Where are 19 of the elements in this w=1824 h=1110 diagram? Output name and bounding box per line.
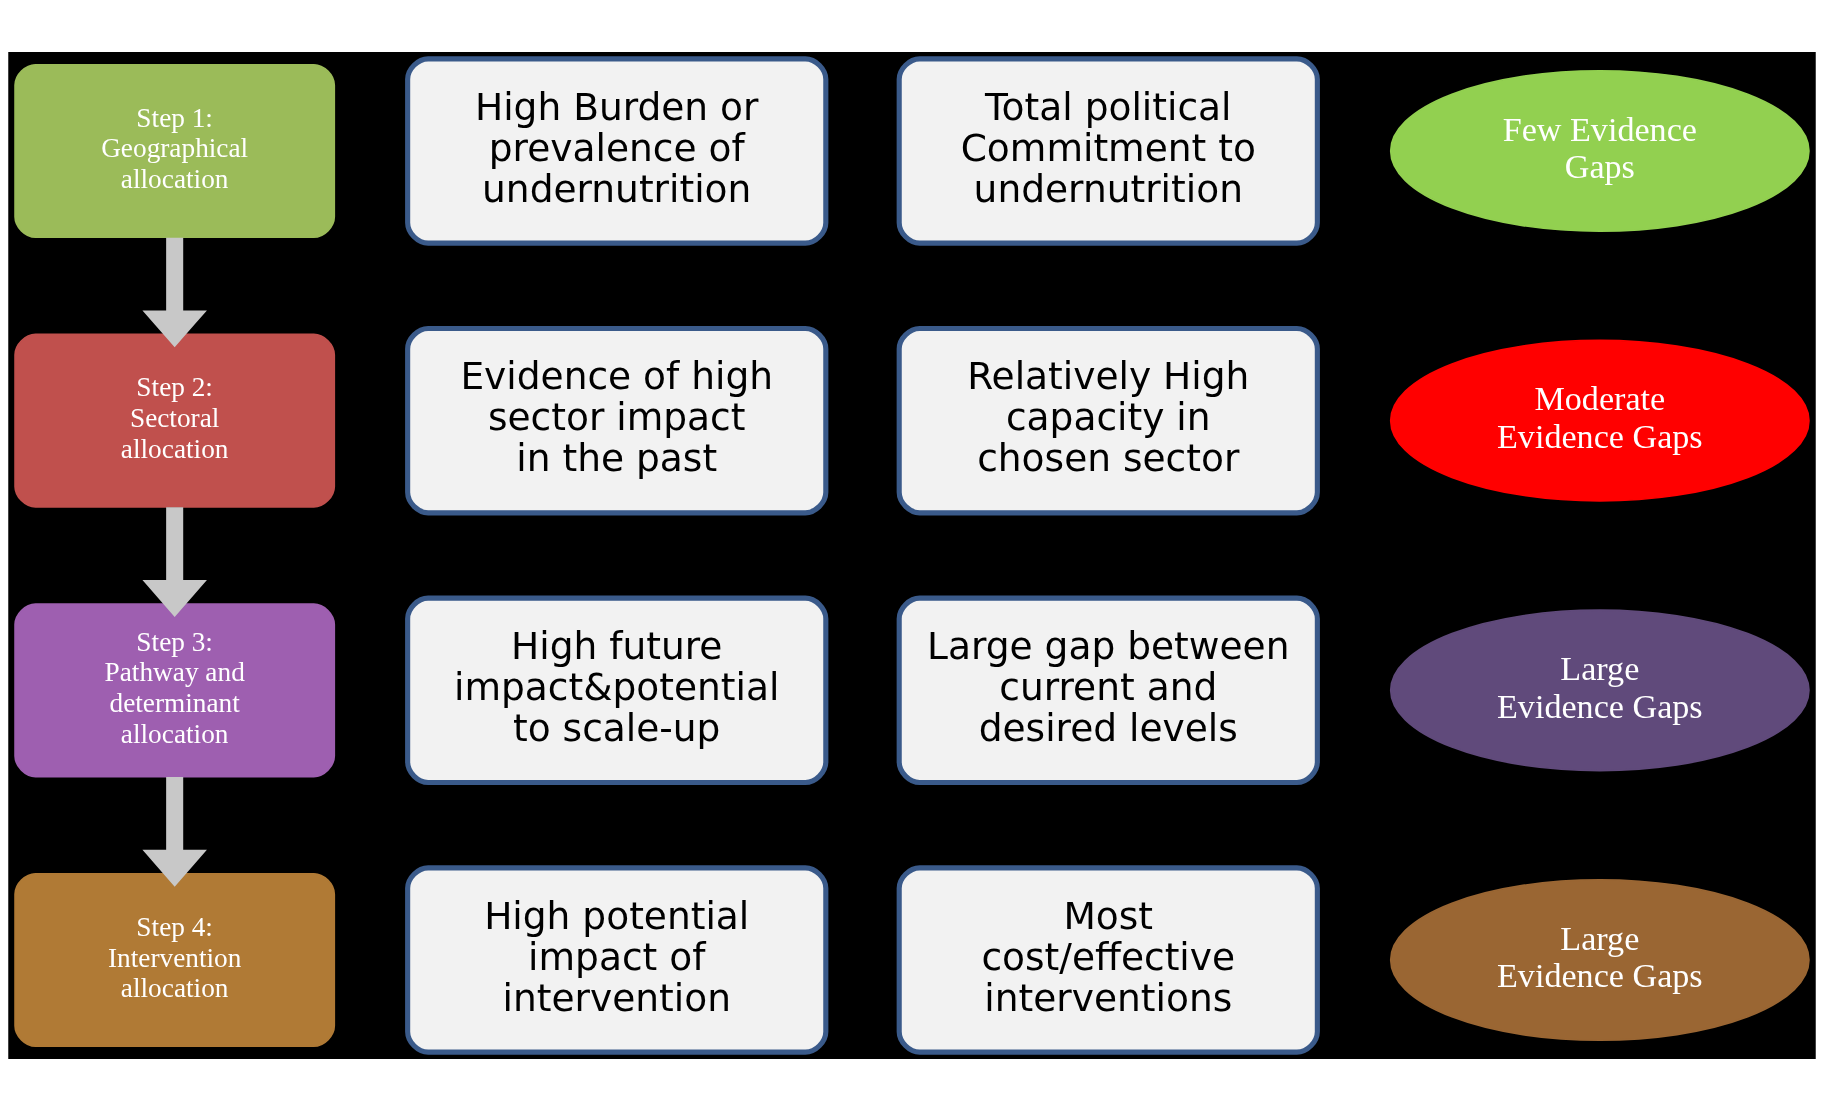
node-box: High Burden or prevalence of undernutrition xyxy=(405,55,829,246)
arrow xyxy=(142,506,207,617)
node-box: Total political Commitment to undernutrition xyxy=(896,55,1320,246)
node-box: High future impact&potential to scale-up xyxy=(405,595,829,785)
node-ellipse: Moderate Evidence Gaps xyxy=(1389,339,1810,502)
node-ellipse: Large Evidence Gaps xyxy=(1389,608,1810,771)
node-ellipse: Large Evidence Gaps xyxy=(1389,878,1810,1041)
arrow xyxy=(142,237,207,347)
arrow xyxy=(142,776,207,887)
node-box: Step 4: Intervention allocation xyxy=(14,872,336,1047)
node-box: Step 2: Sectoral allocation xyxy=(14,333,336,508)
node-box: Most cost/effective interventions xyxy=(896,864,1320,1055)
node-box: Step 3: Pathway and determinant allocation xyxy=(14,602,336,777)
node-box: Relatively High capacity in chosen sector xyxy=(896,325,1320,515)
node-box: Step 1: Geographical allocation xyxy=(14,63,336,238)
node-box: High potential impact of intervention xyxy=(405,864,829,1055)
node-box: Large gap between current and desired levels xyxy=(896,595,1320,785)
node-box: Evidence of high sector impact in the past xyxy=(405,325,829,515)
node-ellipse: Few Evidence Gaps xyxy=(1389,69,1810,232)
